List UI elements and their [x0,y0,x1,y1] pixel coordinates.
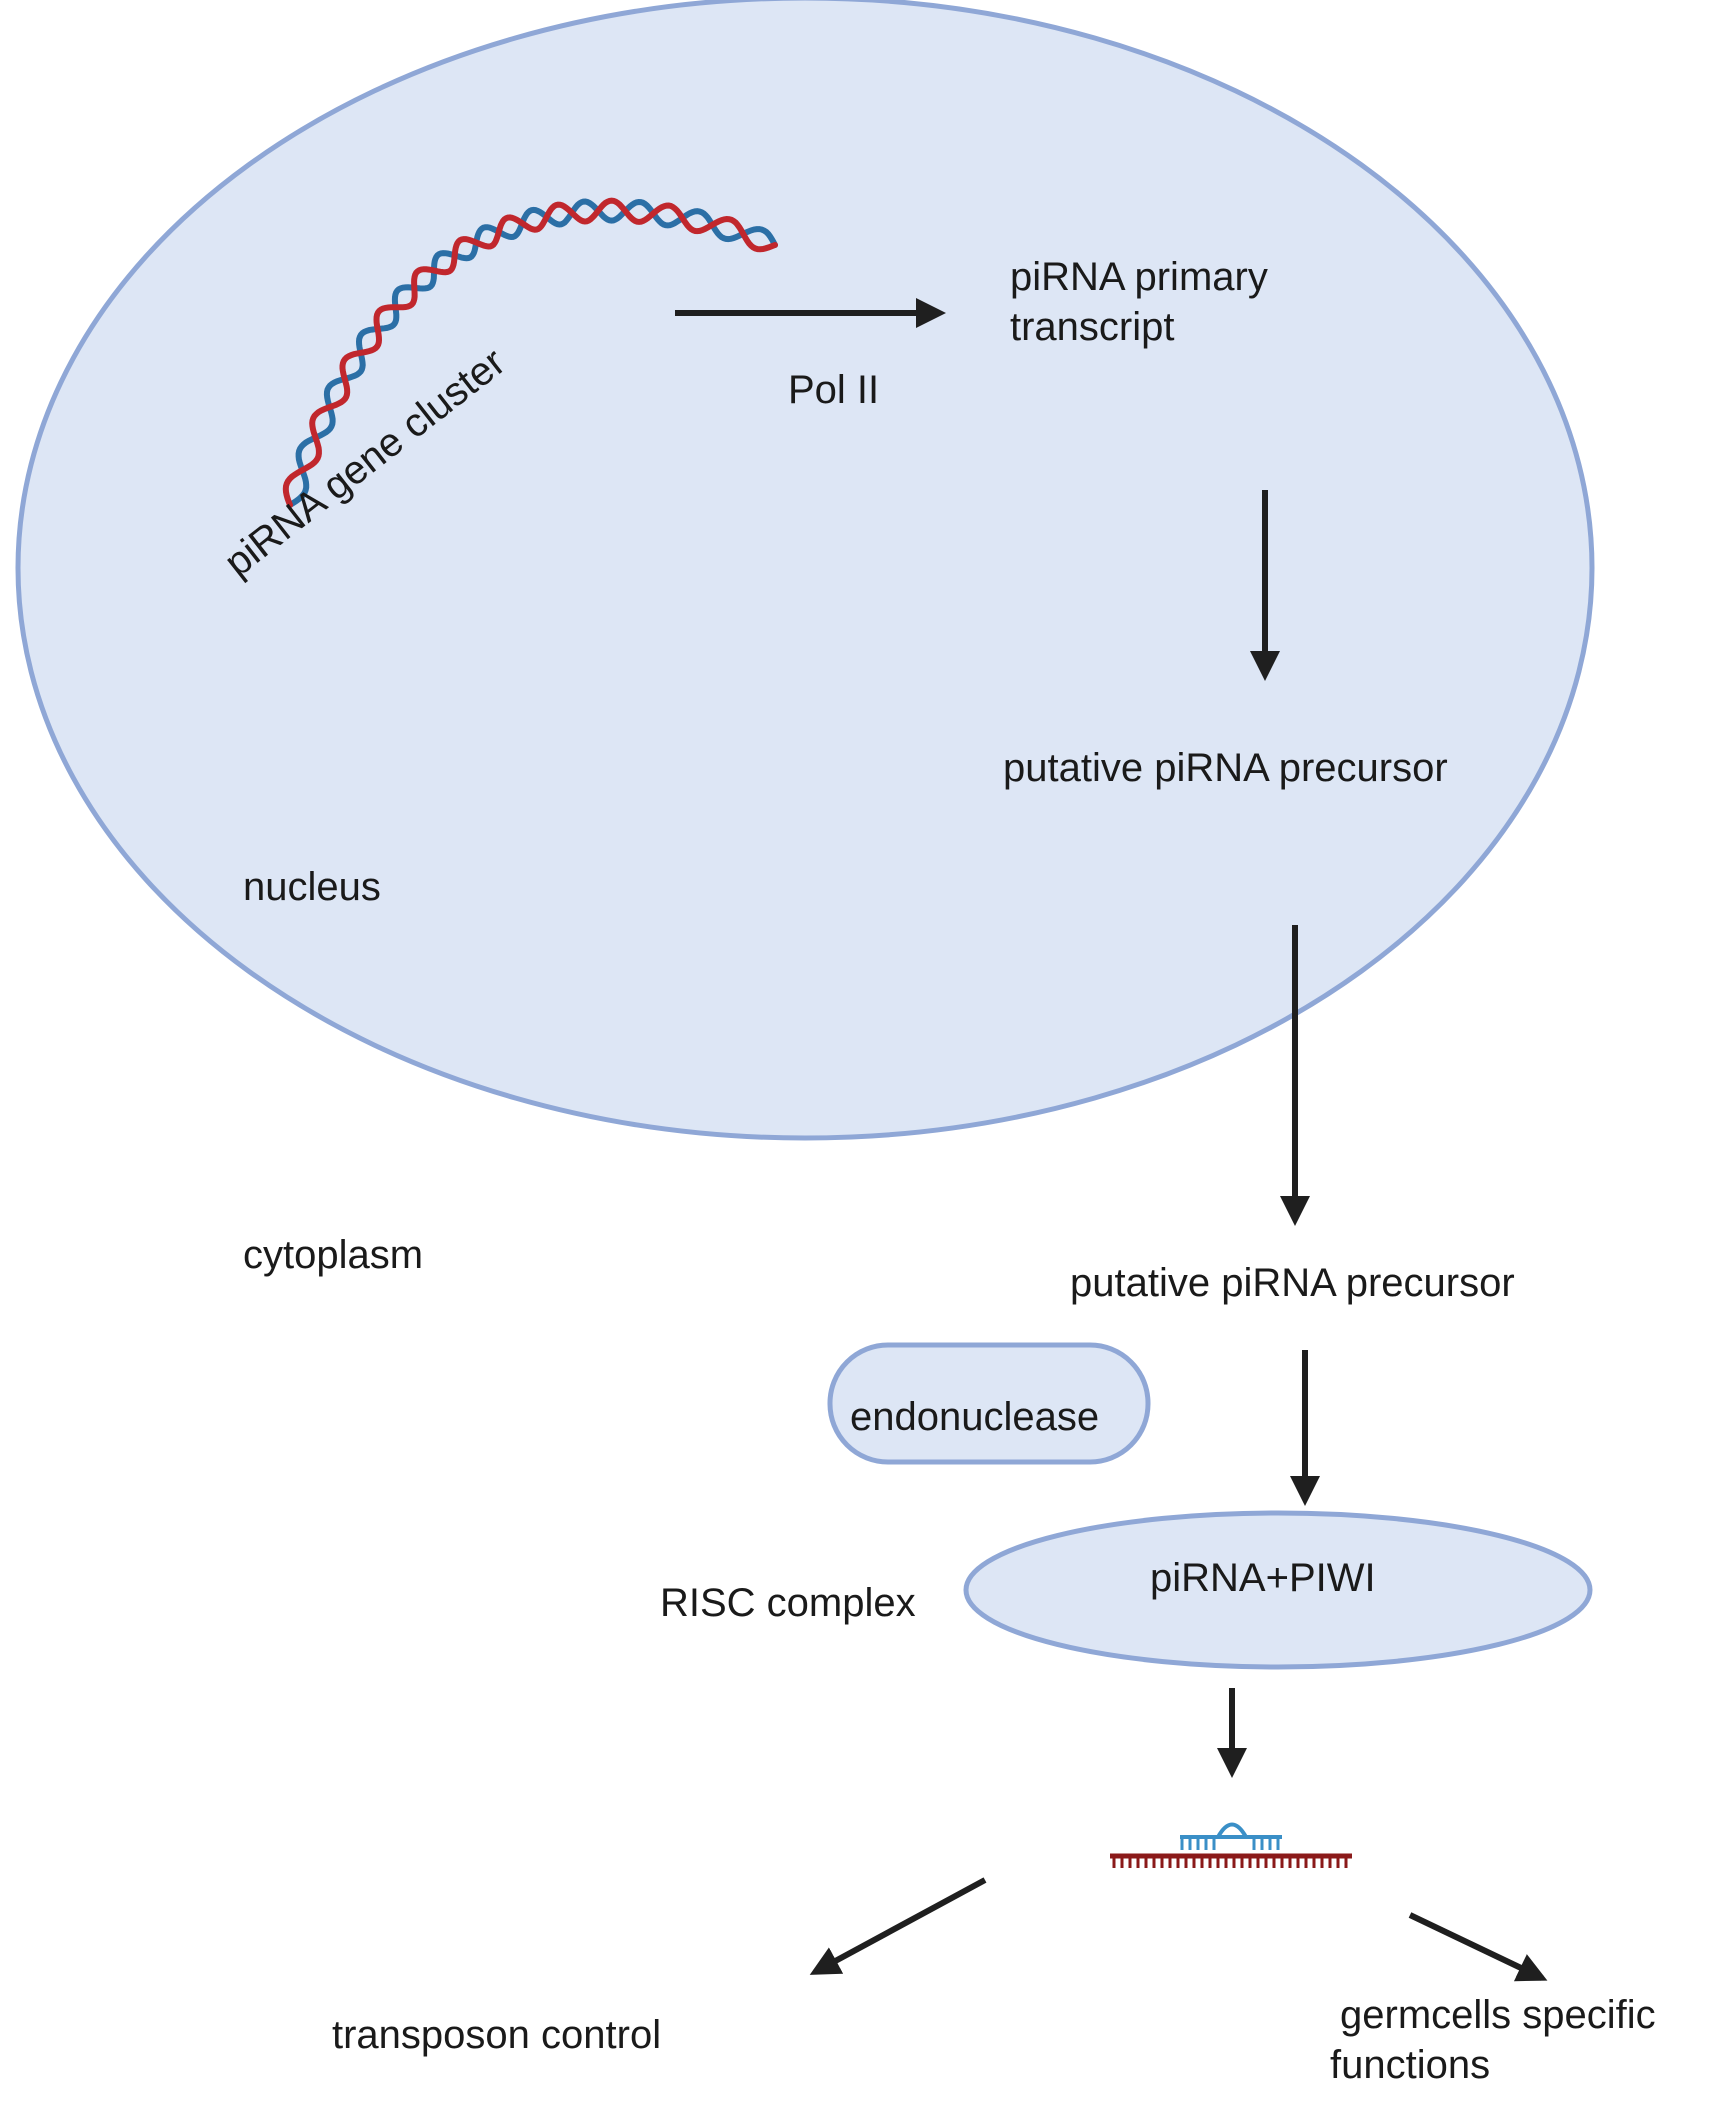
germcells-functions-arrow [1408,1912,1548,1982]
primary-transcript-label-line2: transcript [1010,305,1175,349]
cytoplasmic-precursor-label: putative piRNA precursor [1070,1261,1515,1305]
pirna-piwi-ellipse [963,1510,1593,1670]
pirna-piwi-label: piRNA+PIWI [1150,1556,1376,1600]
pirna-target-rna-icon [1110,1822,1352,1868]
nucleus-label: nucleus [243,865,381,909]
nuclear-precursor-label: putative piRNA precursor [1003,746,1448,790]
dna-strand-red [282,197,778,508]
endonuclease-label: endonuclease [850,1395,1100,1439]
transposon-control-label: transposon control [332,2013,662,2057]
risc-complex-label: RISC complex [660,1581,916,1625]
cytoplasm-label: cytoplasm [243,1233,424,1277]
dna-double-helix-icon [282,197,778,508]
germcells-functions-label-line2: functions [1330,2043,1491,2087]
transposon-control-arrow [809,1877,987,1975]
pol-ii-label: Pol II [788,368,880,412]
germcells-functions-label-line1: germcells specific [1340,1993,1656,2037]
primary-transcript-label-line1: piRNA primary [1010,255,1268,299]
endonuclease-shape [827,1342,1151,1465]
